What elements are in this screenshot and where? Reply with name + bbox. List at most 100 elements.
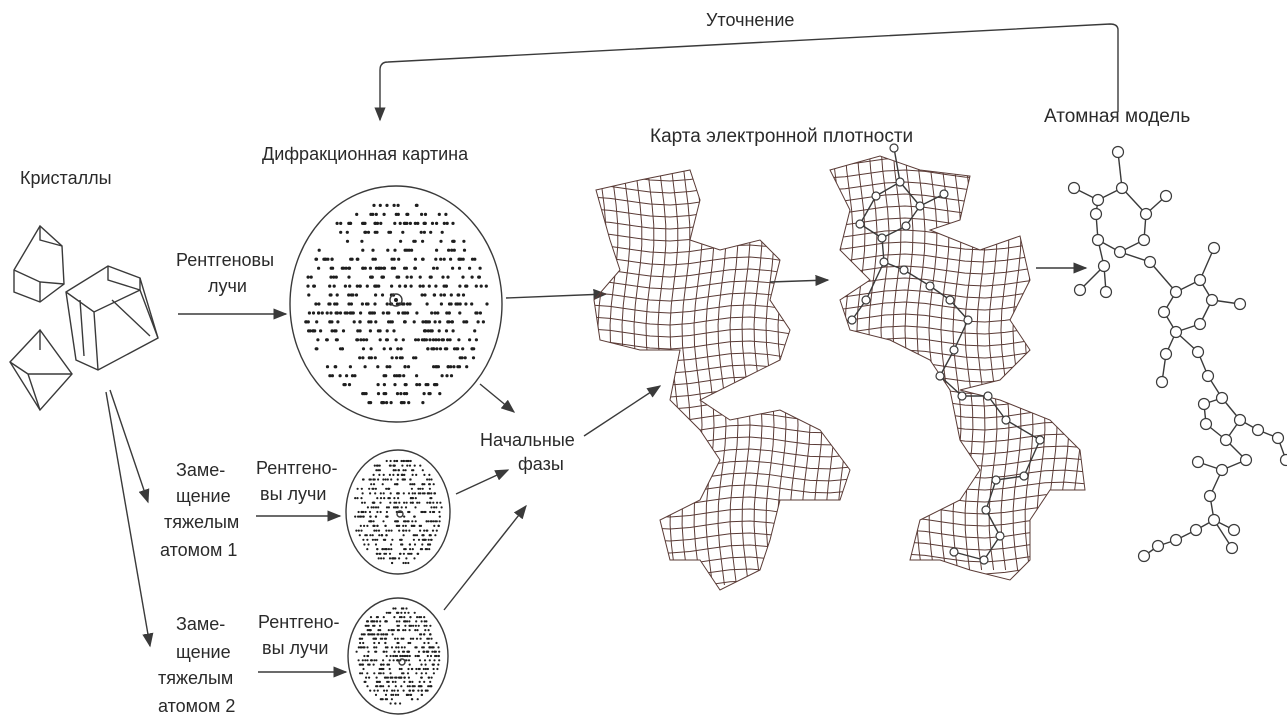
diffraction-spot <box>329 311 332 314</box>
map-model-atom <box>856 220 864 228</box>
diffraction-spot <box>377 392 380 395</box>
diffraction-heavy1-spot <box>409 465 411 467</box>
diffraction-spot <box>372 204 375 207</box>
diffraction-spot <box>334 365 337 368</box>
diffraction-heavy1-spot <box>426 478 428 480</box>
diffraction-heavy2-spot <box>393 616 395 618</box>
diffraction-spot <box>330 267 333 270</box>
diffraction-spot <box>476 311 479 314</box>
diffraction-spot <box>415 383 418 386</box>
arrow-heavy1-to-phases <box>456 470 508 494</box>
diffraction-spot <box>339 347 342 350</box>
diffraction-heavy2-spot <box>435 655 437 657</box>
diffraction-heavy1-spot <box>432 520 434 522</box>
diffraction-heavy2-spot <box>427 642 429 644</box>
diffraction-spot <box>439 347 442 350</box>
diffraction-heavy1-spot <box>390 492 392 494</box>
diffraction-heavy2-spot <box>401 607 403 609</box>
diffraction-heavy1-spot <box>401 474 403 476</box>
diffraction-heavy2-spot <box>404 620 406 622</box>
diffraction-heavy1-spot <box>434 492 436 494</box>
diffraction-heavy1-spot <box>430 506 432 508</box>
diffraction-heavy1-spot <box>413 483 415 485</box>
diffraction-heavy1-spot <box>405 469 407 471</box>
diffraction-heavy2-spot <box>425 664 427 666</box>
diffraction-heavy1-spot <box>403 474 405 476</box>
diffraction-spot <box>319 329 322 332</box>
diffraction-heavy1-spot <box>401 506 403 508</box>
diffraction-heavy1-spot <box>421 543 423 545</box>
diffraction-heavy2-spot <box>420 664 422 666</box>
diffraction-heavy2-spot <box>423 681 425 683</box>
diffraction-heavy2-spot <box>436 668 438 670</box>
heavy2-line4: атомом 2 <box>158 696 235 716</box>
diffraction-heavy1-spot <box>402 469 404 471</box>
model-atom <box>1139 235 1150 246</box>
diffraction-heavy2-spot <box>394 681 396 683</box>
diffraction-heavy1-spot <box>389 502 391 504</box>
diffraction-heavy1-spot <box>375 506 377 508</box>
model-atom <box>1115 247 1126 258</box>
diffraction-pattern-label: Дифракционная картина <box>262 144 469 164</box>
diffraction-spot <box>356 258 359 261</box>
diffraction-spot <box>441 231 444 234</box>
diffraction-spot <box>415 374 418 377</box>
diffraction-heavy1-spot <box>366 548 368 550</box>
diffraction-heavy1-spot <box>378 474 380 476</box>
diffraction-spot <box>407 401 410 404</box>
diffraction-heavy1-spot <box>357 516 359 518</box>
diffraction-spot <box>367 320 370 323</box>
diffraction-heavy2-spot <box>396 620 398 622</box>
diffraction-heavy1-spot <box>370 483 372 485</box>
diffraction-heavy1-spot <box>411 483 413 485</box>
diffraction-spot <box>361 249 364 252</box>
diffraction-heavy1-spot <box>385 530 387 532</box>
diffraction-heavy2-spot <box>385 694 387 696</box>
diffraction-heavy1-spot <box>387 478 389 480</box>
diffraction-heavy2-spot <box>382 672 384 674</box>
diffraction-heavy1-spot <box>420 525 422 527</box>
diffraction-spot <box>387 320 390 323</box>
diffraction-spot <box>341 267 344 270</box>
diffraction-heavy1-spot <box>417 553 419 555</box>
diffraction-spot <box>470 302 473 305</box>
diffraction-spot <box>311 329 314 332</box>
diffraction-heavy1-spot <box>422 483 424 485</box>
diffraction-spot <box>380 267 383 270</box>
diffraction-heavy1-spot <box>421 511 423 513</box>
diffraction-heavy2-spot <box>416 638 418 640</box>
diffraction-heavy2-spot <box>382 659 384 661</box>
diffraction-spot <box>431 222 434 225</box>
diffraction-spot <box>460 356 463 359</box>
diffraction-heavy1-spot <box>377 478 379 480</box>
diffraction-heavy2-spot <box>423 668 425 670</box>
diffraction-spot <box>344 285 347 288</box>
diffraction-heavy2-spot <box>383 616 385 618</box>
model-atom <box>1157 377 1168 388</box>
diffraction-spot <box>434 258 437 261</box>
arrow-map-to-map <box>770 280 828 282</box>
diffraction-spot <box>415 311 418 314</box>
diffraction-spot <box>361 356 364 359</box>
model-atom <box>1093 235 1104 246</box>
diffraction-spot <box>403 365 406 368</box>
diffraction-heavy1-spot <box>412 502 414 504</box>
diffraction-spot <box>410 285 413 288</box>
diffraction-spot <box>369 311 372 314</box>
initial-phases-line1: Начальные <box>480 430 575 450</box>
model-atom <box>1153 541 1164 552</box>
diffraction-heavy2-spot <box>416 616 418 618</box>
model-atom <box>1273 433 1284 444</box>
diffraction-heavy1-spot <box>354 516 356 518</box>
diffraction-heavy2-spot <box>425 690 427 692</box>
diffraction-heavy1-spot <box>373 520 375 522</box>
diffraction-heavy1-spot <box>361 502 363 504</box>
diffraction-heavy2-spot <box>395 694 397 696</box>
diffraction-heavy2-spot <box>419 668 421 670</box>
diffraction-heavy2-spot <box>435 651 437 653</box>
diffraction-heavy1-spot <box>403 502 405 504</box>
diffraction-heavy2-spot <box>431 677 433 679</box>
density-map-1 <box>586 161 858 590</box>
diffraction-heavy2-spot <box>407 655 409 657</box>
diffraction-spot <box>385 204 388 207</box>
